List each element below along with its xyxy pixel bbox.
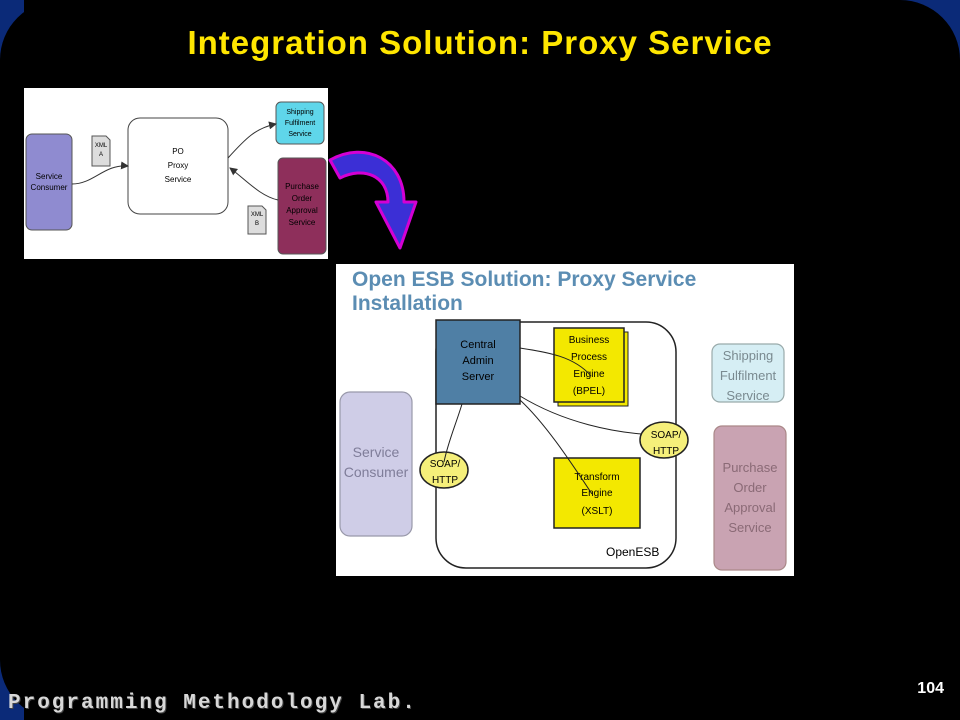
xml-b-letter: B [255,221,259,227]
fig1-purchase-line2: Order [292,194,313,203]
admin-line2: Admin [462,355,493,367]
transform-line1: Transform [574,472,619,483]
fig2-purchase-line3: Approval [724,500,775,515]
bpel-line2: Process [571,352,607,363]
central-admin-server-box [435,319,521,405]
figure-openesb-solution: Open ESB Solution: Proxy Service Install… [336,264,794,576]
fig1-shipping-line3: Service [288,131,311,138]
slide-title: Integration Solution: Proxy Service [187,24,773,61]
soap-left-line2: HTTP [432,475,458,486]
fig1-purchase-line3: Approval [286,206,318,215]
transform-engine-box [553,457,641,529]
fig2-heading-line2: Installation [352,292,463,315]
figure-original-integration: Service Consumer XML A PO Proxy Service … [24,88,328,259]
fig1-shipping-line2: Fulfilment [285,120,315,127]
fig1-consumer-line2: Consumer [31,183,68,192]
fig2-consumer-line2: Consumer [344,464,409,480]
soap-http-left-endpoint [419,451,469,489]
page-number: 104 [917,680,944,697]
transform-line3: (XSLT) [582,506,613,517]
fig1-purchase-line4: Service [289,218,316,227]
connector-admin-transform [519,399,593,495]
connector-admin-bpel [519,347,592,377]
soap-http-right-endpoint [639,421,689,459]
proxy-line3: Service [165,175,192,184]
fig1-consumer-line1: Service [36,172,63,181]
bpel-engine-box [553,327,625,403]
fig2-purchase-line4: Service [728,520,771,535]
admin-line1: Central [460,339,495,351]
fig2-shipping-line2: Fulfilment [720,368,777,383]
soap-right-line2: HTTP [653,446,679,457]
xml-a-document-icon [91,135,111,167]
curved-arrow-icon [328,150,418,250]
xml-a-label: XML [95,143,108,149]
connector-consumer-proxy [71,161,129,185]
fig2-purchase-line1: Purchase [723,460,778,475]
transform-line2: Engine [581,488,613,499]
admin-line3: Server [462,371,495,383]
fig2-shipping-line3: Service [726,388,769,403]
openesb-label: OpenESB [606,545,659,559]
purchase-order-approval-box [277,157,327,255]
fig2-shipping-box [711,343,785,403]
soap-right-line1: SOAP/ [651,430,682,441]
fig2-purchase-line2: Order [733,480,767,495]
soap-left-line1: SOAP/ [430,459,461,470]
connector-proxy-shipping [227,121,277,159]
connector-admin-soap-right [519,395,643,435]
proxy-line1: PO [172,147,184,156]
footer-lab-name: Programming Methodology Lab. [8,692,417,715]
fig2-purchase-box [713,425,787,571]
fig2-shipping-line1: Shipping [723,348,774,363]
proxy-line2: Proxy [168,161,188,170]
fig2-consumer-line1: Service [353,444,400,460]
connector-admin-soap-left [443,403,463,463]
fig2-heading-line1: Open ESB Solution: Proxy Service [352,268,696,291]
xml-a-letter: A [99,152,103,158]
service-consumer-box [25,133,73,231]
xml-b-label: XML [251,212,264,218]
bpel-line1: Business [569,335,610,346]
fig1-purchase-line1: Purchase [285,182,319,191]
bpel-line4: (BPEL) [573,386,605,397]
fig1-shipping-line1: Shipping [286,109,313,116]
connector-purchase-proxy [229,167,279,201]
fig2-consumer-box [339,391,413,537]
xml-b-document-icon [247,205,267,235]
